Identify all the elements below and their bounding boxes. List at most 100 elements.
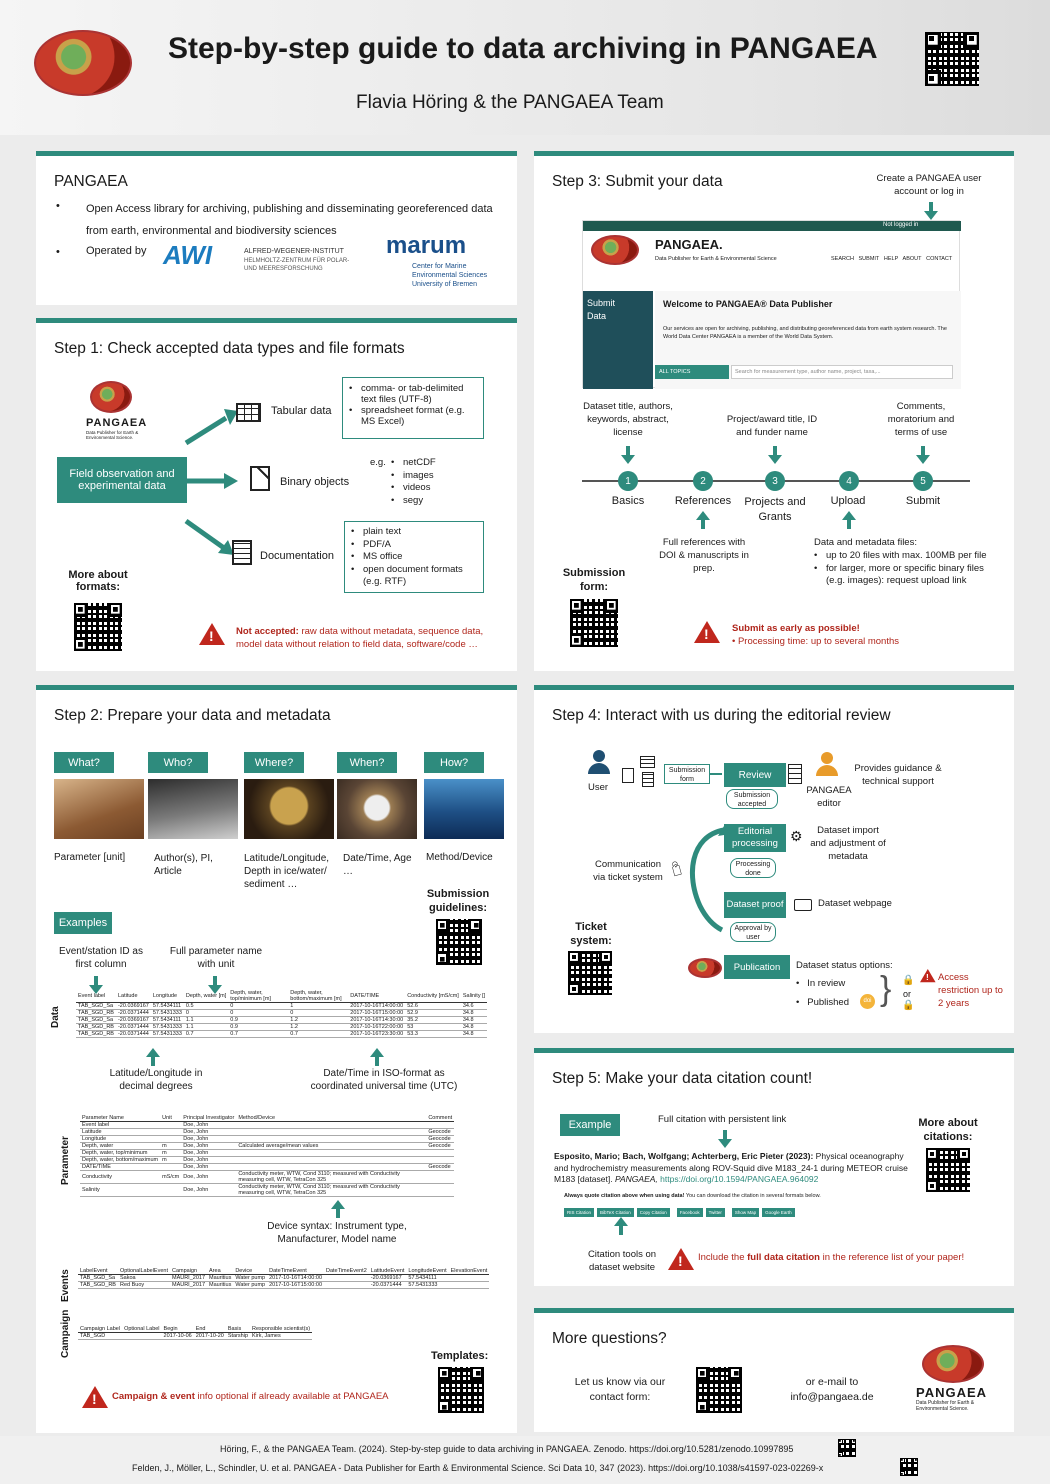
not-accepted-label: Not accepted:: [236, 626, 299, 637]
step5-title: Step 5: Make your data citation count!: [552, 1070, 813, 1087]
nav-search[interactable]: SEARCH: [831, 256, 854, 262]
table-cell: 1.2: [288, 1023, 349, 1031]
qr-code-ref2[interactable]: [900, 1458, 918, 1476]
nav-about[interactable]: ABOUT: [902, 256, 922, 262]
pangaea-logo-sub: Data Publisher for Earth & Environmental…: [86, 430, 139, 440]
globe-photo: [244, 779, 334, 839]
table-cell: 52.9: [405, 1009, 461, 1017]
or-label: or: [903, 989, 912, 999]
table-cell: 34.8: [460, 1009, 488, 1017]
show-map-button[interactable]: Show Map: [731, 1208, 760, 1217]
dataset-webpage-label: Dataset webpage: [818, 898, 892, 909]
table-header-cell: LabelEvent: [78, 1268, 118, 1275]
table-cell: 0: [228, 1002, 289, 1010]
step3-panel: Step 3: Submit your data Create a PANGAE…: [534, 151, 1014, 671]
twitter-button[interactable]: Twitter: [705, 1208, 725, 1217]
table-cell: Geocode: [426, 1128, 455, 1136]
qr-code-formats[interactable]: [74, 603, 122, 651]
doi-icon: doi: [860, 994, 875, 1009]
table-cell: Conductivity meter, WTW, Cond 3110; meas…: [236, 1183, 427, 1197]
step2-panel: Step 2: Prepare your data and metadata W…: [36, 685, 517, 1433]
questions-logo-sub: Data Publisher for Earth & Environmental…: [916, 1400, 975, 1412]
citation-doi-link[interactable]: https://doi.org/10.1594/PANGAEA.964092: [660, 1174, 819, 1184]
table-cell: 0.7: [228, 1030, 289, 1038]
table-cell: 57.5434111: [150, 1002, 184, 1010]
table-cell: 2017-10-16T14:00:00: [267, 1274, 324, 1282]
table-cell: 2017-10-16T14:00:00: [348, 1002, 406, 1010]
clock-photo: [337, 779, 417, 839]
device-photo: [424, 779, 504, 839]
table-cell: TAB_SGD_RB: [78, 1281, 118, 1289]
qr-code-citations[interactable]: [926, 1148, 970, 1192]
table-cell: -20.0371444: [115, 1009, 151, 1017]
table-cell: TAB_SGD_Sa: [78, 1274, 118, 1282]
qr-code-ticket[interactable]: [568, 951, 612, 995]
table-header-cell: Begin: [161, 1326, 194, 1333]
tabular-format-item: spreadsheet format (e.g. MS Excel): [349, 405, 477, 427]
copy-citation-button[interactable]: Copy Citation: [636, 1208, 670, 1217]
ris-button[interactable]: RIS Citation: [564, 1208, 595, 1217]
qr-code-templates[interactable]: [438, 1367, 484, 1413]
web-brand-sub: Data Publisher for Earth & Environmental…: [655, 256, 777, 262]
arrow-down: [916, 446, 930, 464]
table-header-cell: Depth, water, bottom/maximum [m]: [288, 990, 349, 1003]
nav-contact[interactable]: CONTACT: [926, 256, 953, 262]
table-cell: 0.7: [183, 1030, 229, 1038]
qr-code-header[interactable]: [925, 32, 979, 86]
table-cell: Red Buoy: [117, 1281, 170, 1289]
table-cell: 57.5431333: [406, 1281, 449, 1289]
upload-note-title: Data and metadata files:: [814, 537, 917, 548]
table-cell: 52.6: [405, 1002, 461, 1010]
table-cell: Geocode: [426, 1163, 455, 1171]
facebook-button[interactable]: Facebook: [676, 1208, 703, 1217]
table-cell: Event label: [80, 1121, 161, 1129]
warning-icon: [694, 621, 720, 643]
qr-code-submission[interactable]: [570, 599, 618, 647]
table-cell: 2017-10-06: [161, 1332, 194, 1340]
upload-note-item: for larger, more or specific binary file…: [814, 563, 1004, 588]
lock-icon: 🔒: [902, 975, 915, 986]
qr-code-ref1[interactable]: [838, 1439, 856, 1457]
table-header-cell: DateTimeEvent2: [324, 1268, 369, 1275]
pangaea-title: PANGAEA: [54, 173, 128, 190]
step5-panel: Step 5: Make your data citation count! E…: [534, 1048, 1014, 1286]
step4-panel: Step 4: Interact with us during the edit…: [534, 685, 1014, 1033]
table-cell: m: [160, 1156, 182, 1164]
google-earth-button[interactable]: Google Earth: [762, 1208, 795, 1217]
web-topics-label: ALL TOPICS: [659, 369, 691, 375]
step4-title: Step 4: Interact with us during the edit…: [552, 707, 891, 724]
step-label-submit: Submit: [905, 495, 941, 507]
table-cell: Starship: [225, 1332, 251, 1340]
web-search-ph: Search for measurement type, author name…: [735, 369, 881, 375]
web-submit-tile[interactable]: Submit Data: [583, 291, 653, 389]
table-cell: 57.5431333: [150, 1023, 184, 1031]
webpage-icon: [794, 899, 812, 911]
table-cell: Doe, John: [181, 1170, 237, 1184]
nav-submit[interactable]: SUBMIT: [858, 256, 880, 262]
table-cell: DATE/TIME: [80, 1163, 161, 1171]
web-not-logged[interactable]: Not logged in: [883, 222, 919, 228]
binary-label: Binary objects: [280, 476, 350, 488]
qr-code-contact[interactable]: [696, 1367, 742, 1413]
arrow-up: [146, 1048, 160, 1066]
web-search[interactable]: Search for measurement type, author name…: [731, 365, 953, 379]
arrow-down: [768, 446, 782, 464]
table-cell: Mauritius: [207, 1281, 234, 1289]
create-account-note: Create a PANGAEA user account or log in: [876, 173, 982, 197]
nav-help[interactable]: HELP: [883, 256, 899, 262]
bibtex-button[interactable]: BibTeX Citation: [597, 1208, 634, 1217]
web-topics[interactable]: ALL TOPICS: [655, 365, 729, 379]
document-icon: [642, 772, 654, 787]
step-circle-2: 2: [693, 471, 713, 491]
table-cell: 0.5: [183, 1002, 229, 1010]
qr-code-guidelines[interactable]: [436, 919, 482, 965]
table-header-cell: Depth, water [m]: [183, 990, 229, 1003]
page-title: Step-by-step guide to data archiving in …: [168, 32, 878, 65]
